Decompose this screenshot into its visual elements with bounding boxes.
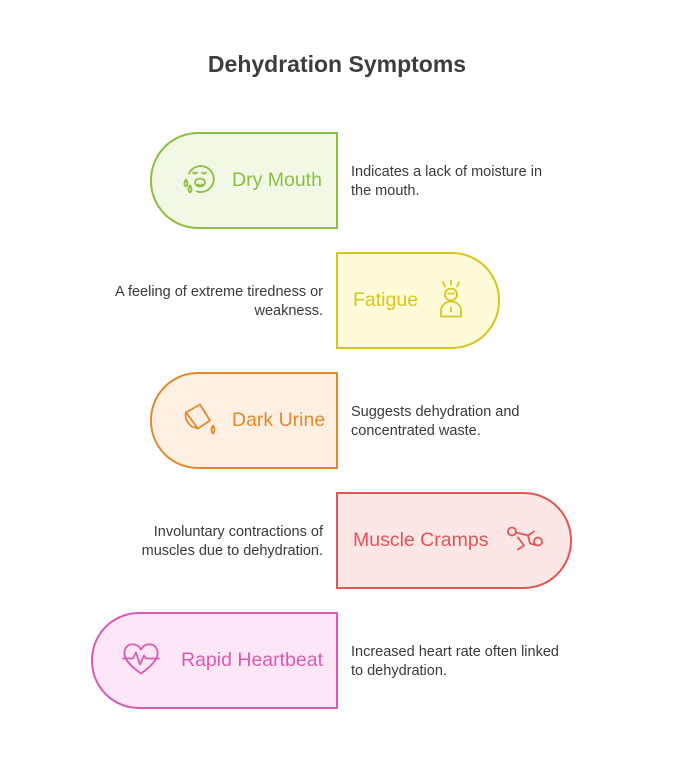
symptom-card-rapid-heartbeat: Rapid Heartbeat (91, 612, 338, 709)
symptom-description: A feeling of extreme tiredness or weakne… (115, 284, 323, 319)
tired-person-icon (434, 278, 468, 323)
symptom-card-fatigue: Fatigue (336, 252, 500, 349)
symptom-description: Suggests dehydration and concentrated wa… (351, 404, 520, 439)
diagram-title: Dehydration Symptoms (207, 51, 467, 77)
cup-drop-icon (180, 398, 220, 443)
symptom-card-muscle-cramps: Muscle Cramps (336, 492, 572, 589)
symptom-card-dry-mouth: Dry Mouth (150, 132, 338, 229)
symptom-label: Dry Mouth (232, 169, 322, 191)
symptom-label: Rapid Heartbeat (181, 649, 324, 671)
symptom-description: Increased heart rate often linked to deh… (351, 644, 559, 679)
symptom-label: Dark Urine (232, 409, 326, 431)
symptom-label: Fatigue (353, 289, 419, 311)
symptom-description: Involuntary contractions of muscles due … (141, 524, 323, 559)
heartbeat-icon (121, 640, 161, 681)
cramping-figure-icon (504, 523, 544, 558)
symptom-card-dark-urine: Dark Urine (150, 372, 338, 469)
dry-mouth-face-icon (180, 159, 218, 202)
symptom-description: Indicates a lack of moisture in the mout… (351, 164, 543, 199)
symptom-label: Muscle Cramps (353, 529, 489, 551)
